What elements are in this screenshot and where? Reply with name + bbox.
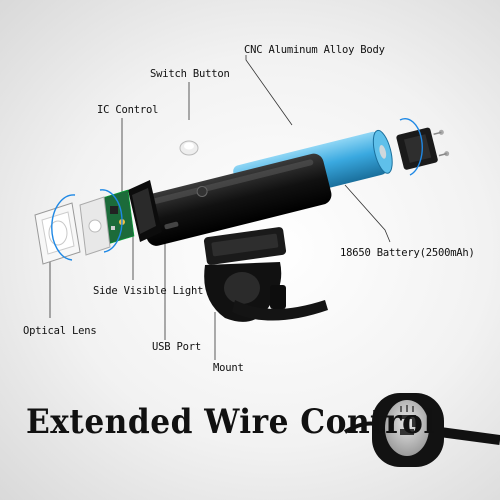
callout-side-light: Side Visible Light — [93, 285, 204, 297]
headline: Extended Wire Control — [26, 402, 436, 442]
wire-remote — [343, 393, 500, 467]
callout-lens: Optical Lens — [23, 325, 97, 337]
orbit-arcs — [51, 118, 423, 261]
optical-lens-part — [34, 202, 81, 265]
callout-mount: Mount — [213, 362, 244, 374]
reflector — [79, 196, 111, 256]
callout-switch: Switch Button — [150, 68, 230, 80]
switch-button-part — [179, 140, 199, 156]
callout-battery: 18650 Battery(2500mAh) — [340, 247, 475, 259]
lens-head — [128, 180, 162, 242]
mount-part — [203, 227, 328, 322]
callout-body: CNC Aluminum Alloy Body — [244, 44, 385, 56]
leader-lines — [49, 55, 391, 360]
callout-usb: USB Port — [152, 341, 201, 353]
end-cap — [396, 127, 450, 170]
callout-ic: IC Control — [97, 104, 159, 116]
light-body — [138, 153, 332, 246]
